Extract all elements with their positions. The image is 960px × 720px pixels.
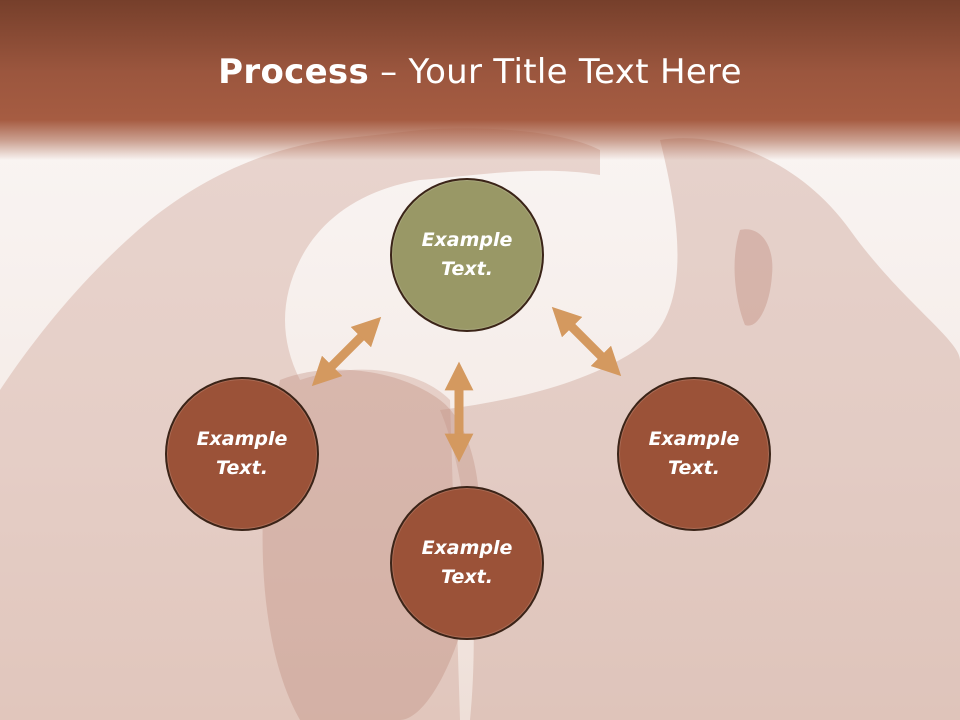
process-node-left: Example Text. <box>165 377 319 531</box>
title-bold: Process <box>218 52 370 92</box>
title-rest: – Your Title Text Here <box>369 52 742 92</box>
node-label: Example Text. <box>196 428 288 479</box>
title-bar <box>0 0 960 160</box>
process-node-bottom: Example Text. <box>390 486 544 640</box>
process-node-top: Example Text. <box>390 178 544 332</box>
node-label: Example Text. <box>421 229 513 280</box>
node-label: Example Text. <box>421 537 513 588</box>
process-node-right: Example Text. <box>617 377 771 531</box>
node-label: Example Text. <box>648 428 740 479</box>
slide-title: Process – Your Title Text Here <box>0 52 960 92</box>
arrow-top-left <box>311 316 382 387</box>
arrow-top-right <box>551 306 622 377</box>
